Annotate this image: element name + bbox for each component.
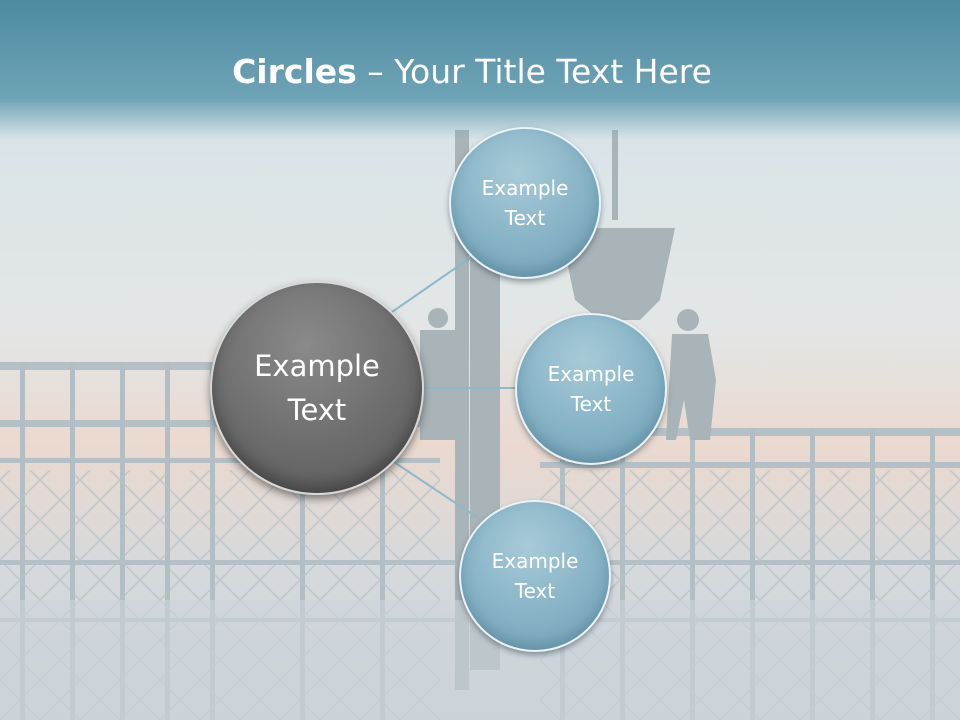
center-circle-line1: Example — [254, 349, 380, 383]
center-circle-line2: Text — [287, 393, 347, 427]
node-circle-line1: Example — [481, 176, 569, 200]
slide-title: Circles – Your Title Text Here — [0, 52, 944, 91]
node-circle-line2: Text — [514, 579, 556, 603]
center-circle[interactable]: Example Text — [210, 281, 424, 495]
node-circle-bottom[interactable]: Example Text — [459, 500, 611, 652]
node-circle-middle[interactable]: Example Text — [515, 313, 667, 465]
title-band — [0, 0, 960, 140]
connector-line-top — [391, 257, 471, 313]
node-circle-top[interactable]: Example Text — [449, 127, 601, 279]
title-rest: – Your Title Text Here — [356, 52, 712, 91]
node-circle-line2: Text — [504, 206, 546, 230]
node-circle-line1: Example — [491, 549, 579, 573]
node-circle-line1: Example — [547, 362, 635, 386]
node-circle-line2: Text — [570, 392, 612, 416]
title-bold: Circles — [232, 52, 357, 91]
connector-line-bottom — [393, 461, 479, 519]
